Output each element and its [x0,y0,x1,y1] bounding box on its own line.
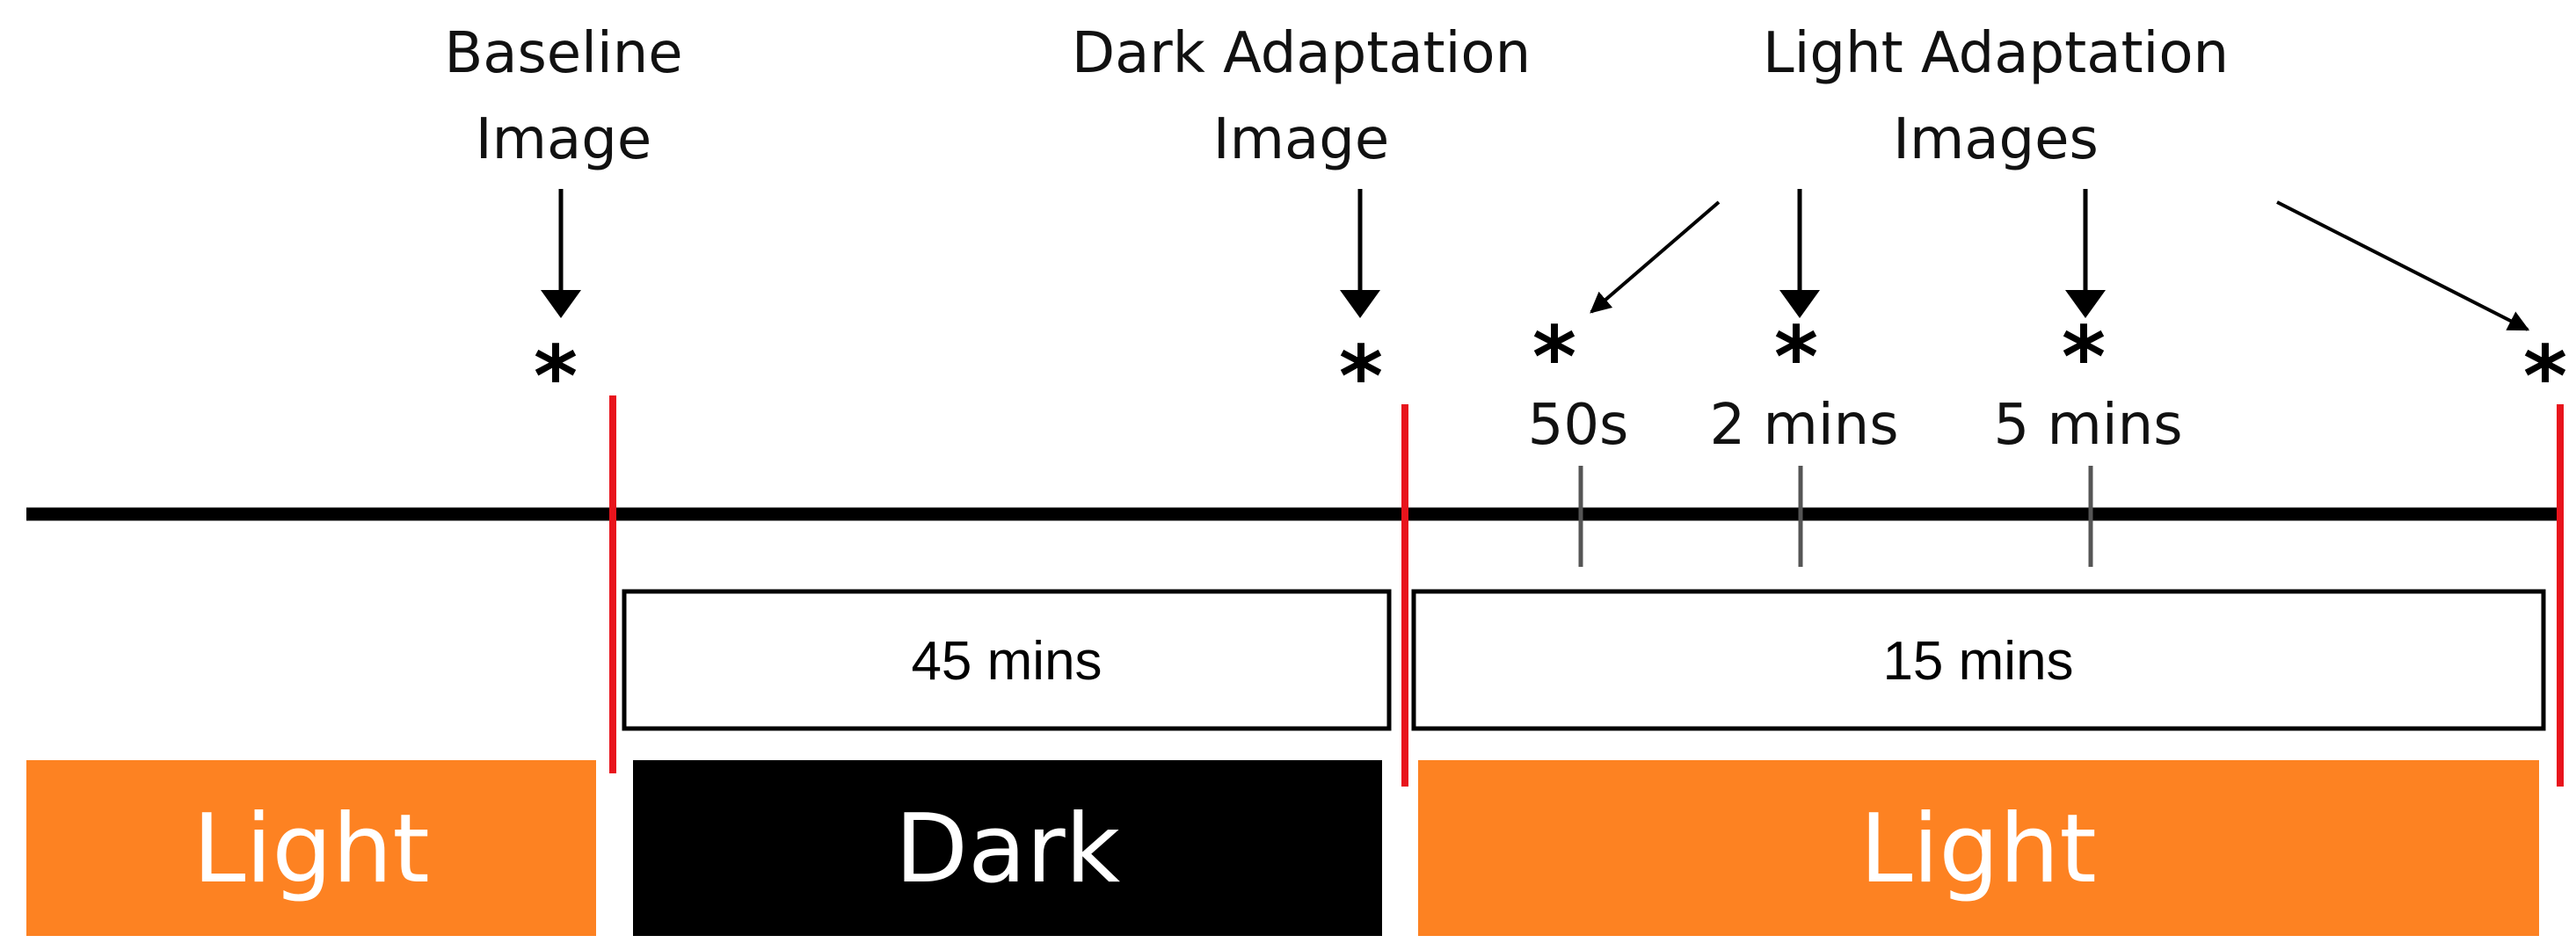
baseline-marker: * [534,328,578,426]
light-adaptation-label-line2: Images [1893,107,2099,172]
light-arrow-end [2276,200,2530,331]
dark-adaptation-marker: * [1339,328,1383,426]
light-marker-5mins: * [2062,308,2106,407]
dark-duration-box [622,589,1392,731]
light-arrowhead-5mins [2065,290,2106,318]
baseline-arrowhead [541,290,581,318]
light-phase-before-bar [26,760,596,936]
dark-adaptation-arrowhead [1340,290,1380,318]
light-marker-50s: * [1532,308,1576,407]
time-point-5mins: 5 mins [1993,393,2182,458]
light-phase-after-bar [1418,760,2539,936]
light-arrow-50s [1590,200,1721,314]
dark-adaptation-label-line2: Image [1213,107,1389,172]
light-phase-after-label: Light [1859,794,2097,904]
light-phase-before-label: Light [193,794,430,904]
light-adaptation-label-line1: Light Adaptation [1763,21,2229,86]
light-duration-box [1411,589,2546,731]
light-duration-label: 15 mins [1882,631,2073,692]
time-point-2mins: 2 mins [1709,393,1898,458]
dark-phase-bar [633,760,1382,936]
light-arrowhead-2mins [1779,290,1820,318]
light-marker-2mins: * [1774,308,1818,407]
dark-duration-label: 45 mins [911,631,1102,692]
baseline-label-line2: Image [476,107,651,172]
time-point-50s: 50s [1528,393,1629,458]
dark-phase-label: Dark [895,794,1121,904]
baseline-label-line1: Baseline [444,21,682,86]
dark-adaptation-label-line1: Dark Adaptation [1072,21,1531,86]
